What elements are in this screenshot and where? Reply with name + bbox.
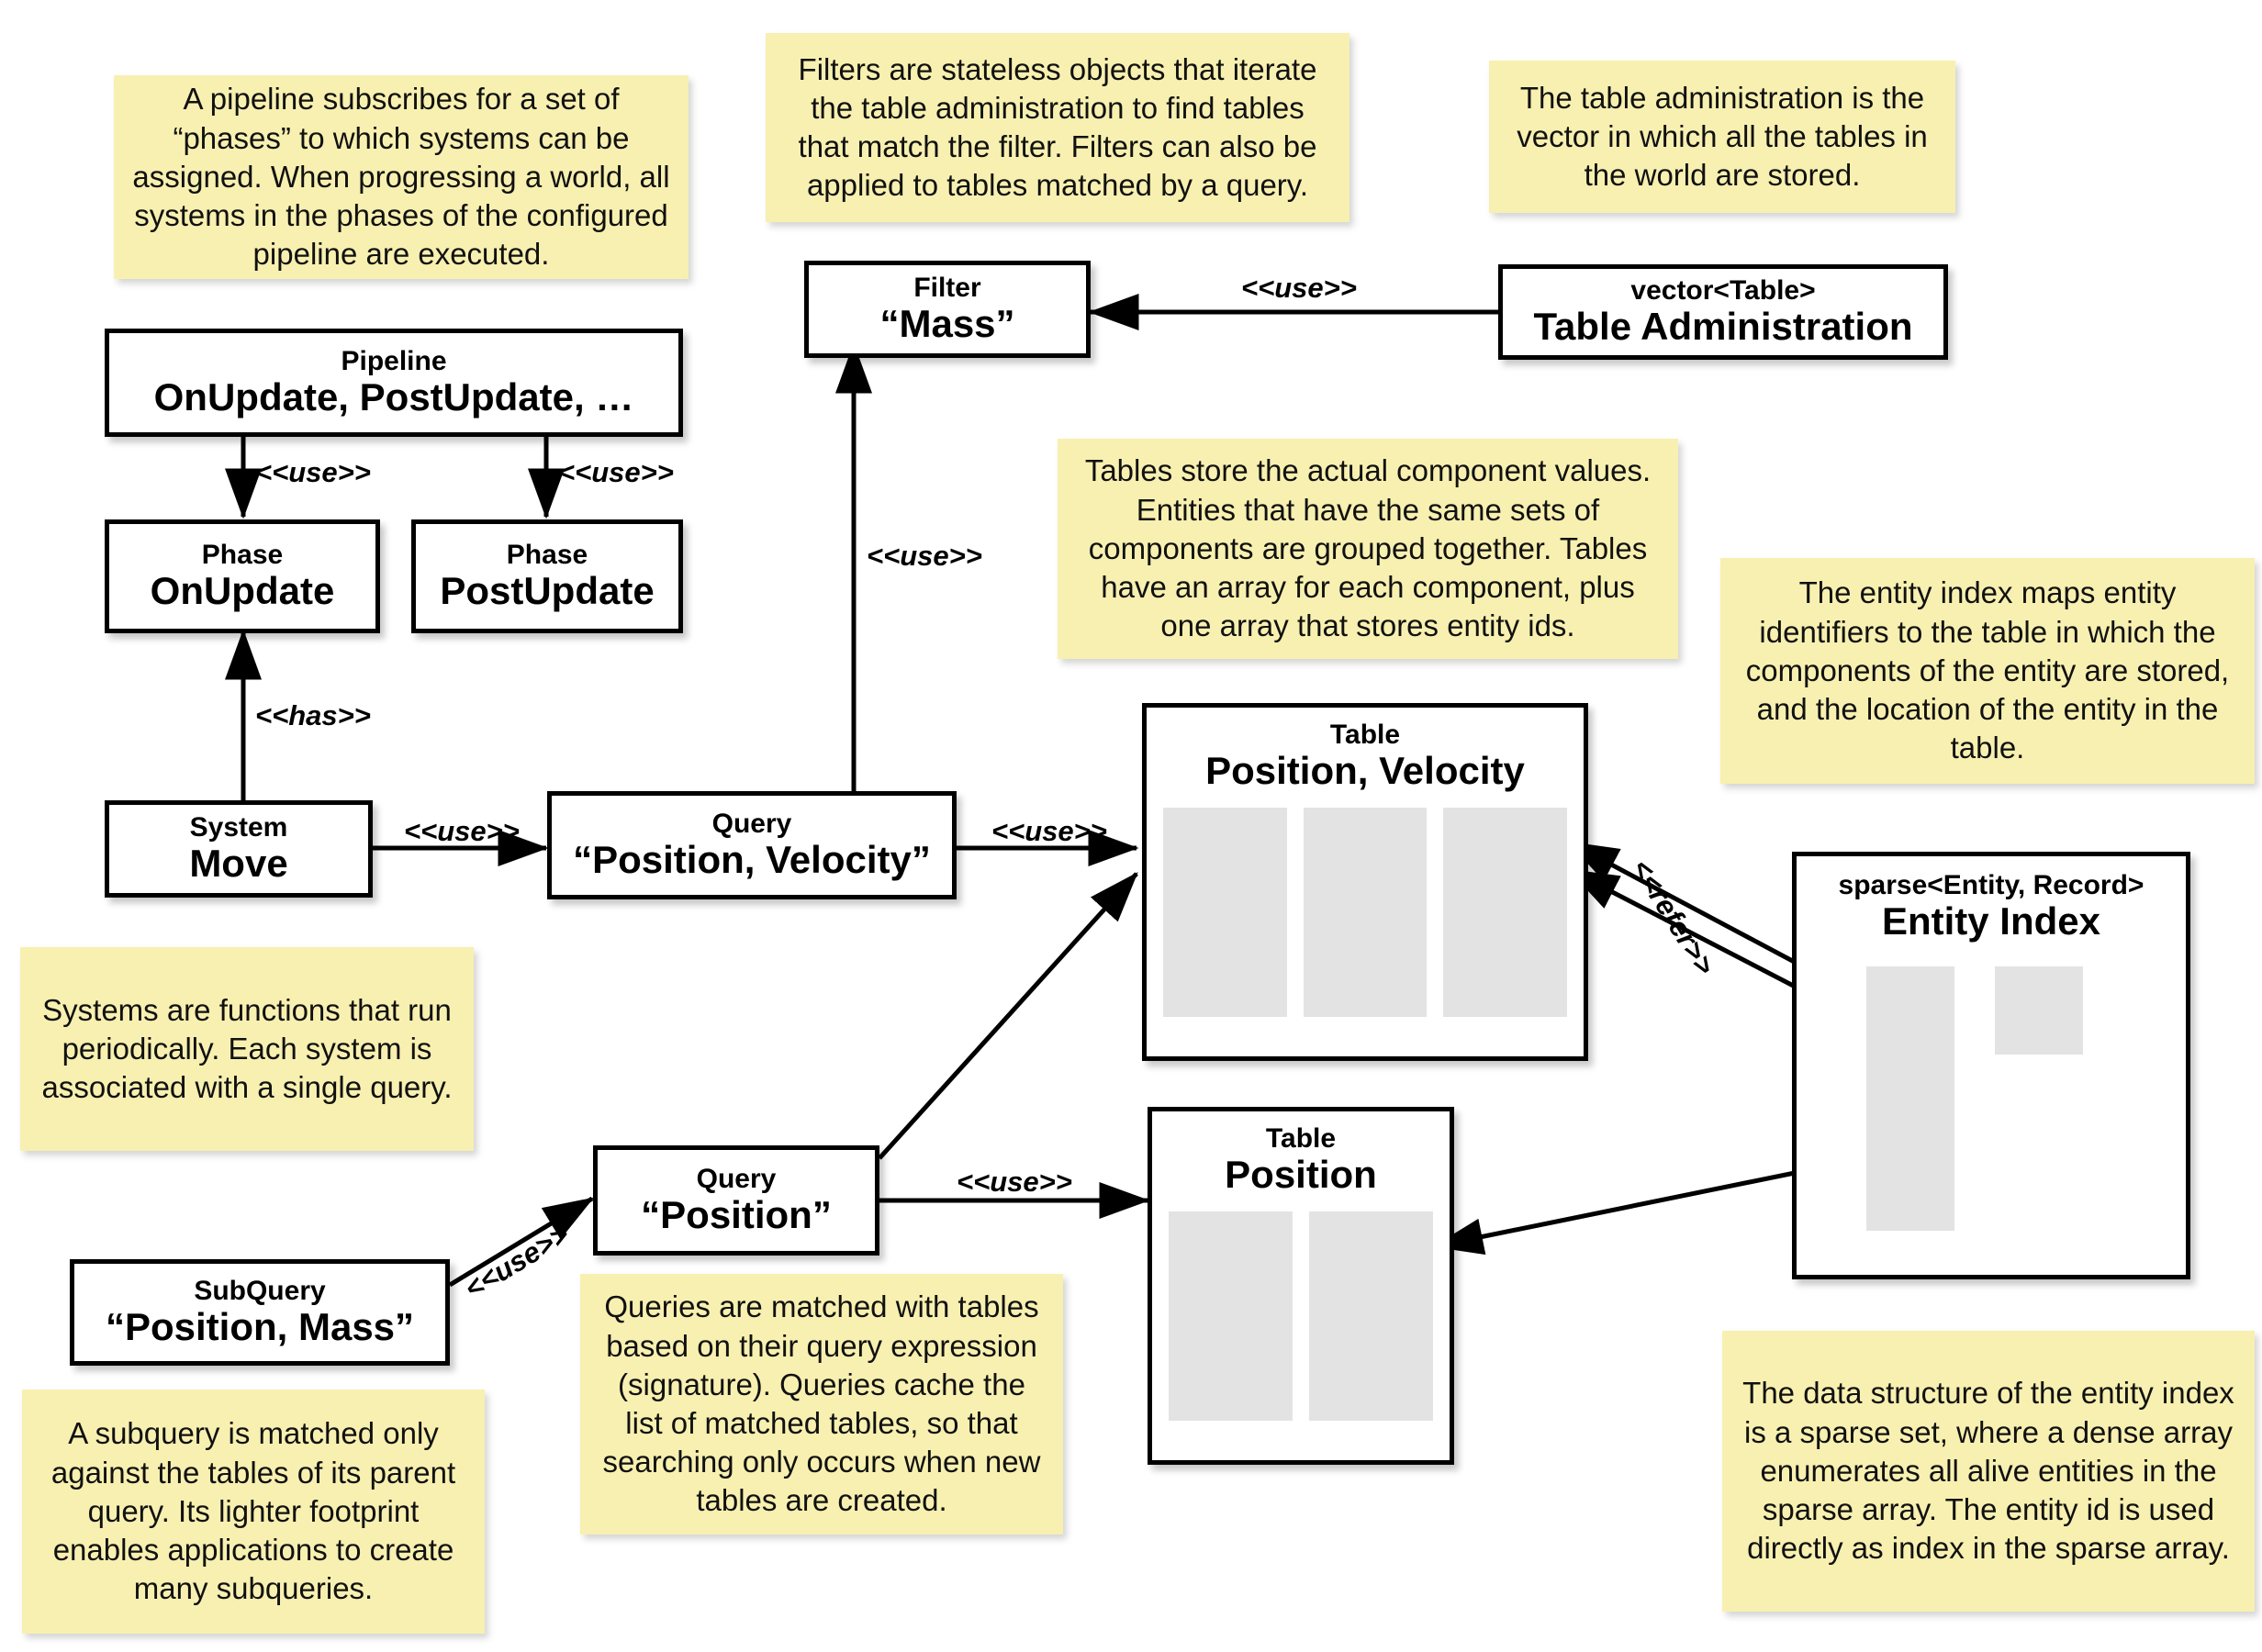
node-table-pos-vel[interactable]: Table Position, Velocity <box>1142 703 1588 1061</box>
note-sparse-set: The data structure of the entity index i… <box>1722 1331 2255 1612</box>
node-system-move-stereotype: System <box>189 811 288 843</box>
note-subquery: A subquery is matched only against the t… <box>22 1390 485 1634</box>
node-query-pos-vel-stereotype: Query <box>711 808 792 839</box>
table-pos-vel-column-1 <box>1163 807 1287 1017</box>
node-subquery-pos-mass-stereotype: SubQuery <box>194 1275 326 1306</box>
edge-label-index-table: <<refer>> <box>1625 854 1721 981</box>
node-table-admin-title: Table Administration <box>1533 305 1913 349</box>
node-phase-postupdate-stereotype: Phase <box>506 539 588 570</box>
note-queries: Queries are matched with tables based on… <box>580 1274 1063 1535</box>
edge-label-subquery-query: <<use>> <box>459 1218 575 1306</box>
edge-label-query-filter: <<use>> <box>867 540 982 572</box>
node-filter-mass-stereotype: Filter <box>913 272 981 303</box>
node-phase-onupdate-title: OnUpdate <box>150 569 335 613</box>
note-filter: Filters are stateless objects that itera… <box>766 33 1349 222</box>
node-subquery-pos-mass[interactable]: SubQuery “Position, Mass” <box>70 1259 450 1366</box>
node-pipeline-title: OnUpdate, PostUpdate, … <box>153 375 634 419</box>
edge-querypos-tableposvel-line <box>878 872 1138 1160</box>
table-pos-vel-column-2 <box>1303 807 1428 1017</box>
note-table-admin: The table administration is the vector i… <box>1489 61 1955 213</box>
edge-index-tablepos-line <box>1432 1163 1831 1256</box>
node-phase-onupdate-stereotype: Phase <box>201 539 284 570</box>
note-entity-index: The entity index maps entity identifiers… <box>1720 558 2255 784</box>
node-entity-index-title: Entity Index <box>1881 899 2101 943</box>
note-tables: Tables store the actual component values… <box>1058 439 1678 659</box>
node-filter-mass-title: “Mass” <box>879 302 1015 346</box>
node-system-move[interactable]: System Move <box>105 800 373 898</box>
node-filter-mass[interactable]: Filter “Mass” <box>804 261 1091 358</box>
node-table-pos-stereotype: Table <box>1265 1123 1337 1154</box>
note-pipeline: A pipeline subscribes for a set of “phas… <box>114 75 689 279</box>
note-systems: Systems are functions that run periodica… <box>20 947 474 1151</box>
node-table-pos-vel-title: Position, Velocity <box>1205 749 1525 793</box>
entity-index-sparse-array <box>1866 966 1954 1231</box>
node-table-admin-stereotype: vector<Table> <box>1630 274 1816 306</box>
node-query-pos-stereotype: Query <box>696 1163 777 1194</box>
table-pos-columns <box>1152 1211 1450 1421</box>
node-query-pos[interactable]: Query “Position” <box>593 1145 879 1256</box>
edge-label-querypos-tablepos: <<use>> <box>957 1166 1072 1198</box>
edge-label-system-query: <<use>> <box>404 815 520 847</box>
node-phase-postupdate[interactable]: Phase PostUpdate <box>411 519 683 633</box>
node-query-pos-title: “Position” <box>641 1193 832 1237</box>
node-entity-index[interactable]: sparse<Entity, Record> Entity Index <box>1792 852 2190 1279</box>
node-entity-index-stereotype: sparse<Entity, Record> <box>1838 870 2144 900</box>
node-pipeline-stereotype: Pipeline <box>341 345 447 376</box>
node-table-pos-vel-stereotype: Table <box>1329 720 1401 750</box>
edge-label-pipeline-postupdate: <<use>> <box>558 456 674 488</box>
node-table-pos[interactable]: Table Position <box>1148 1107 1454 1465</box>
node-subquery-pos-mass-title: “Position, Mass” <box>105 1305 415 1349</box>
node-table-admin[interactable]: vector<Table> Table Administration <box>1498 264 1948 360</box>
node-query-pos-vel-title: “Position, Velocity” <box>573 838 931 882</box>
node-system-move-title: Move <box>189 842 288 886</box>
node-query-pos-vel[interactable]: Query “Position, Velocity” <box>547 791 957 899</box>
table-pos-vel-column-3 <box>1443 807 1568 1017</box>
node-pipeline[interactable]: Pipeline OnUpdate, PostUpdate, … <box>105 329 683 437</box>
table-pos-vel-columns <box>1147 807 1584 1017</box>
edge-label-admin-filter: <<use>> <box>1241 272 1357 304</box>
table-pos-column-1 <box>1169 1211 1293 1421</box>
node-phase-onupdate[interactable]: Phase OnUpdate <box>105 519 380 633</box>
node-table-pos-title: Position <box>1225 1153 1377 1197</box>
node-phase-postupdate-title: PostUpdate <box>440 569 655 613</box>
edge-label-query-table: <<use>> <box>991 815 1107 847</box>
table-pos-column-2 <box>1309 1211 1433 1421</box>
edge-label-pipeline-onupdate: <<use>> <box>255 456 371 488</box>
entity-index-dense-array <box>1995 966 2083 1055</box>
edge-label-system-phase: <<has>> <box>255 699 371 731</box>
